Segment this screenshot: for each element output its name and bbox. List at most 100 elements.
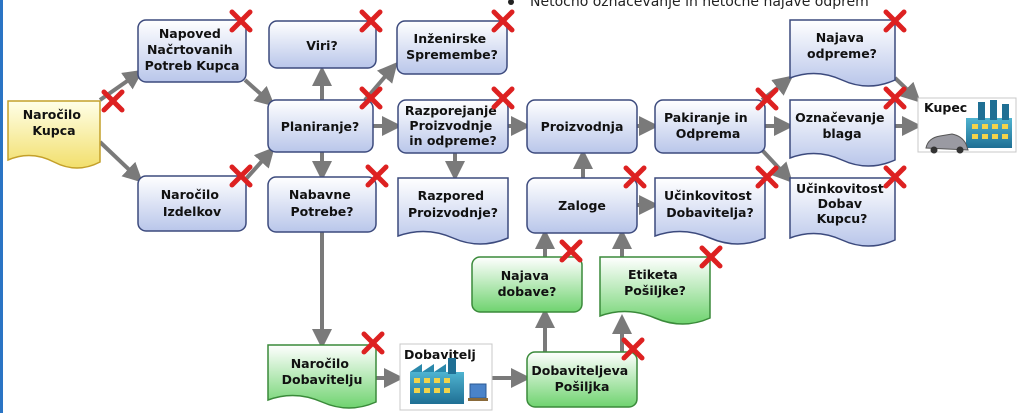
label-line: blaga xyxy=(822,126,861,141)
node-najava-odpreme: Najava odpreme? xyxy=(789,19,896,87)
label-line: Zaloge xyxy=(558,198,606,213)
cross-icon xyxy=(229,9,253,33)
node-dobavitelj: Dobavitelj xyxy=(399,343,493,411)
label-line: Dobaviteljeva xyxy=(531,363,628,378)
node-razpored-proizvodnje: Razpored Proizvodnje? xyxy=(397,177,509,245)
node-razporejanje: Razporejanje Proizvodnje in odpreme? xyxy=(397,99,509,154)
cross-icon xyxy=(361,331,385,355)
label-line: Učinkovitost xyxy=(664,188,752,203)
label-line: Proizvodnje? xyxy=(408,205,498,220)
header-note-text: Netočno označevanje in netočne najave od… xyxy=(530,0,869,10)
node-etiketa-posiljke: Etiketa Pošiljke? xyxy=(599,256,711,325)
cross-icon xyxy=(491,86,515,110)
cross-icon xyxy=(755,165,779,189)
node-planiranje: Planiranje? xyxy=(267,99,374,153)
node-dobaviteljeva-posiljka: Dobaviteljeva Pošiljka xyxy=(526,351,638,408)
cross-icon xyxy=(101,89,125,113)
arrow-kupca-izdelkov xyxy=(98,140,143,183)
node-zaloge: Zaloge xyxy=(526,177,638,234)
label-line: Dobavitelju xyxy=(282,372,363,387)
cross-icon xyxy=(699,245,723,269)
label-line: dobave? xyxy=(498,284,557,299)
header-note: Netočno označevanje in netočne najave od… xyxy=(508,0,869,10)
label-line: Naročilo xyxy=(161,187,220,202)
label-line: Načrtovanih xyxy=(147,42,233,57)
cross-icon xyxy=(359,9,383,33)
label-line: Spremembe? xyxy=(406,47,498,62)
factory-icon xyxy=(966,100,1012,148)
label-line: Izdelkov xyxy=(163,204,221,219)
svg-text:Dobaviteljeva Pošiljka: Dobaviteljeva Pošiljka xyxy=(531,363,632,394)
label-line: Pakiranje in xyxy=(664,110,748,125)
node-narocilo-kupca: Naročilo Kupca xyxy=(7,100,101,169)
label-line: Viri? xyxy=(306,38,337,53)
label-line: Napoved xyxy=(159,26,221,41)
node-oznacevanje-blaga: Označevanje blaga xyxy=(789,99,896,167)
connectors xyxy=(98,61,922,388)
label-line: Nabavne xyxy=(289,187,351,202)
label-line: Proizvodnje xyxy=(409,118,492,133)
node-inzenirske-spremembe: Inženirske Spremembe? xyxy=(396,20,508,75)
label-line: Najava xyxy=(501,268,549,283)
node-najava-dobave: Najava dobave? xyxy=(471,256,583,313)
cross-icon xyxy=(621,337,645,361)
svg-text:Najava odpreme?: Najava odpreme? xyxy=(807,30,877,61)
svg-text:Pakiranje in Odprema: Pakiranje in Odprema xyxy=(664,110,752,141)
node-narocilo-dobavitelju: Naročilo Dobavitelju xyxy=(267,344,377,409)
label-line: Učinkovitost xyxy=(796,181,884,196)
label-line: Kupec xyxy=(924,100,967,115)
arrow-pakiranje-ucinkovitost-dobav xyxy=(760,148,793,183)
svg-text:Inženirske Spremembe?: Inženirske Spremembe? xyxy=(406,31,498,62)
node-napoved: Napoved Načrtovanih Potreb Kupca xyxy=(137,19,247,83)
svg-text:Najava dobave?: Najava dobave? xyxy=(498,268,557,299)
label-line: Kupcu? xyxy=(817,211,868,226)
node-proizvodnja: Proizvodnja xyxy=(526,99,638,154)
cross-icon xyxy=(883,165,907,189)
arrow-izdelkov-planiranje xyxy=(243,147,275,182)
label-line: Odprema xyxy=(676,126,741,141)
left-border xyxy=(0,0,3,413)
cross-icon xyxy=(359,86,383,110)
arrow-napoved-planiranje xyxy=(243,78,275,107)
label-line: Razporejanje xyxy=(405,103,497,118)
node-ucinkovitost-dobav-kupcu: Učinkovitost Dobav Kupcu? xyxy=(789,177,896,247)
label-line: Proizvodnja xyxy=(541,119,624,134)
cross-icon xyxy=(883,86,907,110)
pallet-icon xyxy=(468,383,488,401)
label-line: Naročilo xyxy=(23,107,82,122)
car-icon xyxy=(925,133,969,154)
svg-text:Etiketa Pošiljke?: Etiketa Pošiljke? xyxy=(624,267,686,298)
label-line: Pošiljka xyxy=(555,379,610,394)
cross-icon xyxy=(491,9,515,33)
label-line: Najava xyxy=(816,30,864,45)
node-ucinkovitost-dobavitelja: Učinkovitost Dobavitelja? xyxy=(654,177,766,245)
node-kupec: Kupec xyxy=(917,97,1017,154)
cross-icon xyxy=(559,239,583,263)
cross-icon xyxy=(883,9,907,33)
svg-text:Učinkovitost Dobav: Učinkovitost Dobav Kupcu? xyxy=(796,181,888,226)
svg-text:Označevanje blaga: Označevanje blaga xyxy=(795,110,889,141)
label-line: Označevanje xyxy=(795,110,884,125)
label-line: Dobavitelja? xyxy=(666,205,754,220)
label-line: Etiketa xyxy=(628,267,678,282)
cross-icon xyxy=(365,164,389,188)
node-viri: Viri? xyxy=(268,20,377,69)
cross-icon xyxy=(755,87,779,111)
factory-icon xyxy=(410,358,464,404)
svg-text:Naročilo Kupca: Naročilo Kupca xyxy=(23,107,86,138)
svg-text:Naročilo Izdelkov: Naročilo Izdelkov xyxy=(161,187,224,219)
node-nabavne-potrebe: Nabavne Potrebe? xyxy=(267,176,377,233)
node-narocilo-izdelkov: Naročilo Izdelkov xyxy=(137,175,247,232)
label-line: Naročilo xyxy=(291,356,350,371)
svg-text:Učinkovitost Dobavitel: Učinkovitost Dobavitelja? xyxy=(664,188,756,220)
node-pakiranje-odprema: Pakiranje in Odprema xyxy=(654,99,766,154)
svg-text:Razporejanje Proizvodn: Razporejanje Proizvodnje in odpreme? xyxy=(405,103,501,148)
svg-text:Nabavne Potrebe?: Nabavne Potrebe? xyxy=(289,187,355,219)
label-line: Razpored xyxy=(418,188,484,203)
bullet-icon xyxy=(508,0,514,5)
label-line: Planiranje? xyxy=(281,119,360,134)
cross-icon xyxy=(229,164,253,188)
nodes: Naročilo Kupca Napoved Načrtovanih Potre… xyxy=(7,19,1017,411)
cross-marks xyxy=(101,9,907,361)
